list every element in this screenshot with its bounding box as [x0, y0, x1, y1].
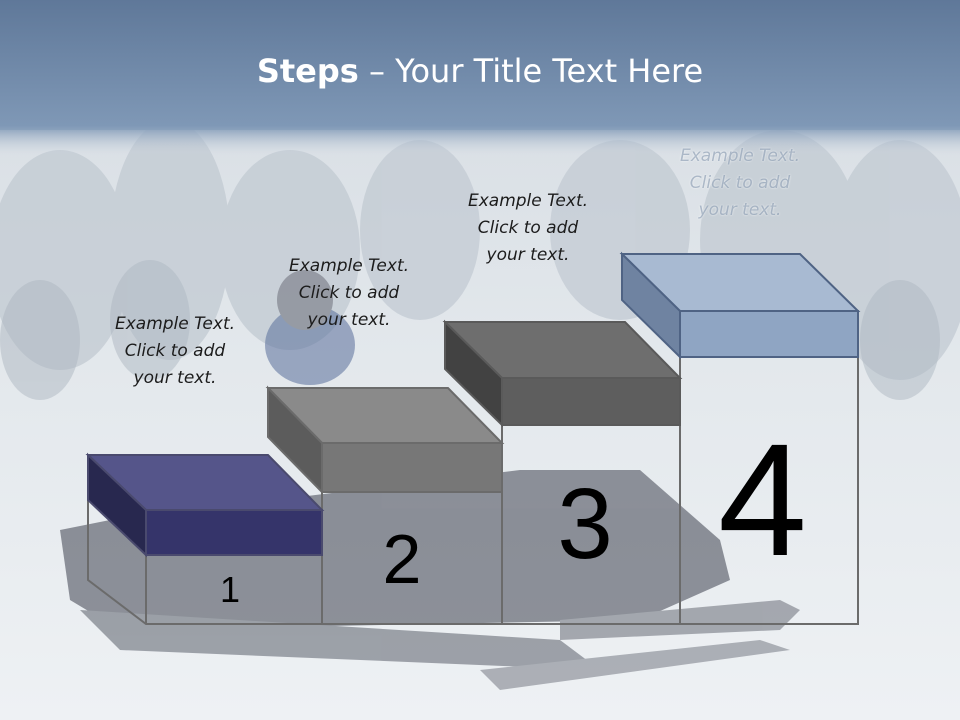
step-2-line-3: your text.: [307, 310, 391, 330]
slide-title[interactable]: Steps – Your Title Text Here: [0, 52, 960, 90]
header-band: [0, 0, 960, 130]
step-1-number: 1: [219, 569, 241, 610]
step-4-number: 4: [718, 410, 807, 589]
step-3-line-3: your text.: [486, 245, 570, 265]
step-3-text[interactable]: Example Text. Click to add your text.: [438, 188, 618, 269]
step-3-line-2: Click to add: [477, 218, 579, 238]
step-2-line-2: Click to add: [298, 283, 400, 303]
step-1-line-3: your text.: [133, 368, 217, 388]
step-4-line-1: Example Text.: [679, 146, 801, 166]
step-3-line-1: Example Text.: [467, 191, 589, 211]
step-3-block: [442, 319, 683, 428]
step-4-line-3: your text.: [698, 200, 782, 220]
step-3-number: 3: [557, 468, 613, 580]
title-bold: Steps: [256, 52, 359, 90]
step-1-line-2: Click to add: [124, 341, 226, 361]
step-1-line-1: Example Text.: [114, 314, 236, 334]
step-1-text[interactable]: Example Text. Click to add your text.: [85, 311, 265, 392]
tree-shadows: [0, 260, 940, 400]
title-rest: – Your Title Text Here: [358, 52, 704, 90]
step-2-number: 2: [382, 520, 422, 598]
step-4-text[interactable]: Example Text. Click to add your text.: [650, 143, 830, 224]
step-2-text[interactable]: Example Text. Click to add your text.: [259, 253, 439, 334]
step-2-line-1: Example Text.: [288, 256, 410, 276]
step-4-block: [619, 251, 861, 360]
step-4-line-2: Click to add: [689, 173, 791, 193]
step-2-block: [265, 385, 505, 495]
step-1-block: [85, 452, 325, 558]
